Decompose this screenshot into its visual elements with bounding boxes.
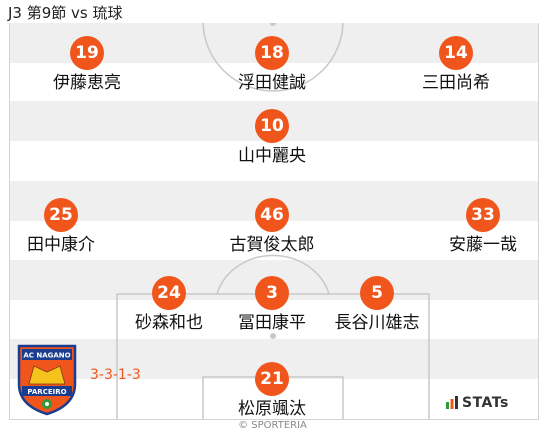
player-name: 山中麗央 [238,146,306,166]
player-name: 伊藤恵亮 [53,73,121,93]
player-number: 46 [255,198,289,232]
player-marker[interactable]: 24 砂森和也 [109,276,229,333]
player-name: 安藤一哉 [449,235,517,255]
player-number: 21 [255,362,289,396]
player-marker[interactable]: 33 安藤一哉 [423,198,543,255]
player-marker[interactable]: 3 冨田康平 [212,276,332,333]
player-name: 浮田健誠 [238,73,306,93]
formation-label: 3-3-1-3 [90,367,141,383]
player-number: 25 [44,198,78,232]
player-name: 古賀俊太郎 [229,235,315,255]
player-name: 田中康介 [27,235,95,255]
stats-logo: STATs [446,394,509,412]
player-number: 33 [466,198,500,232]
player-marker[interactable]: 25 田中康介 [1,198,121,255]
player-name: 松原颯汰 [238,399,306,419]
player-name: 三田尚希 [422,73,490,93]
player-number: 18 [255,36,289,70]
copyright-credit: © SPORTERIA [238,420,307,431]
player-marker[interactable]: 5 長谷川雄志 [317,276,437,333]
player-marker[interactable]: 14 三田尚希 [396,36,516,93]
match-title: J3 第9節 vs 琉球 [8,4,123,22]
player-marker[interactable]: 10 山中麗央 [212,109,332,166]
player-number: 19 [70,36,104,70]
player-number: 5 [360,276,394,310]
svg-text:PARCEIRO: PARCEIRO [27,388,66,396]
player-number: 10 [255,109,289,143]
player-marker[interactable]: 21 松原颯汰 [212,362,332,419]
player-marker[interactable]: 19 伊藤恵亮 [27,36,147,93]
player-number: 24 [152,276,186,310]
stats-bars-icon [446,396,458,409]
player-number: 3 [255,276,289,310]
player-name: 冨田康平 [238,313,306,333]
team-crest: AC NAGANO PARCEIRO [16,344,78,416]
player-marker[interactable]: 46 古賀俊太郎 [212,198,332,255]
formation-pitch [9,23,539,420]
player-name: 長谷川雄志 [334,313,420,333]
player-marker[interactable]: 18 浮田健誠 [212,36,332,93]
svg-text:AC NAGANO: AC NAGANO [23,352,70,360]
player-number: 14 [439,36,473,70]
stats-logo-text: STATs [462,395,509,411]
player-name: 砂森和也 [135,313,203,333]
